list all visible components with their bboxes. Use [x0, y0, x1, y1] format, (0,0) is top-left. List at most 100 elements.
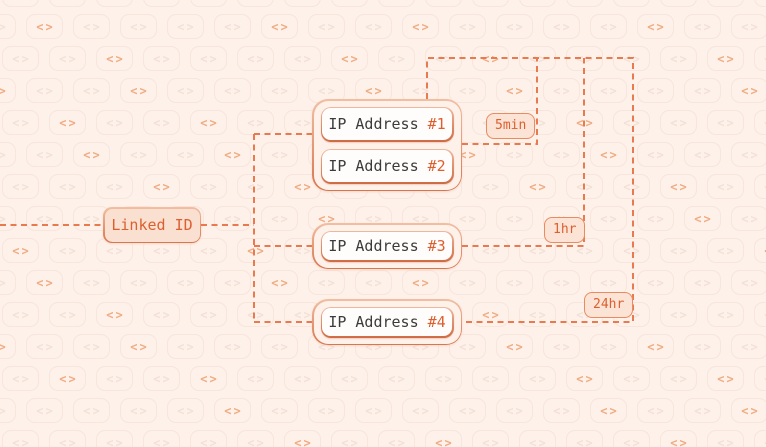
code-glyph-tile: <>	[496, 206, 533, 231]
code-glyph-tile: <>	[143, 366, 180, 391]
code-glyph-tile: <>	[637, 78, 674, 103]
code-glyph-tile: <>	[49, 302, 86, 327]
code-glyph-tile: <>	[2, 46, 39, 71]
code-glyph-tile: <>	[754, 110, 766, 135]
code-glyph-tile: <>	[590, 206, 627, 231]
code-glyph-tile: <>	[308, 398, 345, 423]
code-glyph-tile: <>	[684, 270, 721, 295]
code-glyph-tile: <>	[96, 46, 133, 71]
code-glyph-tile: <>	[402, 14, 439, 39]
code-glyph-tile: <>	[543, 14, 580, 39]
code-glyph-tile: <>	[449, 334, 486, 359]
code-glyph-tile: <>	[237, 46, 274, 71]
ip-address-name: IP Address	[328, 157, 419, 175]
code-glyph-tile: <>	[143, 302, 180, 327]
code-glyph-tile: <>	[214, 142, 251, 167]
code-glyph-tile: <>	[261, 142, 298, 167]
code-glyph-tile: <>	[660, 302, 697, 327]
code-glyph-tile: <>	[261, 334, 298, 359]
code-glyph-tile: <>	[707, 430, 744, 447]
code-glyph-tile: <>	[660, 430, 697, 447]
code-glyph-tile: <>	[496, 398, 533, 423]
code-glyph-tile: <>	[472, 430, 509, 447]
ip-address-number: #2	[427, 157, 446, 175]
code-glyph-tile: <>	[731, 206, 766, 231]
code-glyph-tile: <>	[0, 206, 16, 231]
code-glyph-tile: <>	[519, 366, 556, 391]
code-glyph-tile: <>	[26, 142, 63, 167]
connector-loop-1hr	[462, 58, 585, 247]
ip-group-3: IP Address #4	[312, 299, 462, 345]
code-glyph-tile: <>	[355, 398, 392, 423]
code-glyph-tile: <>	[566, 430, 603, 447]
code-glyph-tile: <>	[613, 110, 650, 135]
code-glyph-tile: <>	[2, 430, 39, 447]
code-glyph-tile: <>	[449, 78, 486, 103]
code-glyph-tile: <>	[0, 398, 16, 423]
code-glyph-tile: <>	[96, 366, 133, 391]
code-glyph-tile: <>	[613, 174, 650, 199]
code-glyph-tile: <>	[26, 334, 63, 359]
code-glyph-tile: <>	[731, 142, 766, 167]
code-glyph-tile: <>	[613, 366, 650, 391]
code-glyph-tile: <>	[637, 270, 674, 295]
code-glyph-tile: <>	[660, 110, 697, 135]
code-glyph-tile: <>	[120, 142, 157, 167]
code-glyph-tile: <>	[120, 334, 157, 359]
code-glyph-tile: <>	[190, 238, 227, 263]
code-glyph-tile: <>	[637, 142, 674, 167]
code-glyph-tile: <>	[590, 78, 627, 103]
code-glyph-tile: <>	[684, 142, 721, 167]
code-glyph-tile: <>	[496, 78, 533, 103]
code-glyph-tile: <>	[449, 270, 486, 295]
code-glyph-tile: <>	[472, 366, 509, 391]
timer-badge-24hr: 24hr	[584, 292, 634, 318]
code-glyph-tile: <>	[496, 270, 533, 295]
code-glyph-tile: <>	[543, 78, 580, 103]
code-glyph-tile: <>	[378, 46, 415, 71]
code-glyph-tile: <>	[2, 174, 39, 199]
code-glyph-tile: <>	[472, 302, 509, 327]
code-glyph-tile: <>	[261, 78, 298, 103]
code-glyph-tile: <>	[49, 238, 86, 263]
timer-badge-1hr: 1hr	[544, 217, 586, 243]
code-glyph-tile: <>	[0, 270, 16, 295]
code-glyph-tile: <>	[73, 14, 110, 39]
ip-address-name: IP Address	[328, 115, 419, 133]
code-glyph-tile: <>	[707, 46, 744, 71]
linked-id-node: Linked ID	[103, 207, 201, 243]
code-glyph-tile: <>	[590, 398, 627, 423]
code-glyph-tile: <>	[167, 78, 204, 103]
code-glyph-tile: <>	[707, 302, 744, 327]
code-glyph-tile: <>	[26, 78, 63, 103]
code-glyph-tile: <>	[754, 430, 766, 447]
code-glyph-tile: <>	[355, 270, 392, 295]
code-glyph-tile: <>	[73, 270, 110, 295]
code-glyph-tile: <>	[519, 302, 556, 327]
code-glyph-tile: <>	[214, 270, 251, 295]
code-glyph-tile: <>	[449, 398, 486, 423]
code-glyph-tile: <>	[261, 398, 298, 423]
code-glyph-tile: <>	[660, 238, 697, 263]
code-glyph-tile: <>	[73, 398, 110, 423]
ip-address-name: IP Address	[328, 313, 419, 331]
code-glyph-tile: <>	[73, 334, 110, 359]
code-glyph-tile: <>	[214, 334, 251, 359]
code-glyph-tile: <>	[49, 46, 86, 71]
code-glyph-tile: <>	[26, 14, 63, 39]
code-glyph-tile: <>	[660, 366, 697, 391]
ip-address-number: #4	[427, 313, 446, 331]
code-glyph-tile: <>	[519, 238, 556, 263]
code-glyph-tile: <>	[543, 398, 580, 423]
code-glyph-tile: <>	[496, 14, 533, 39]
code-glyph-tile: <>	[190, 366, 227, 391]
code-glyph-tile: <>	[96, 110, 133, 135]
code-glyph-tile: <>	[261, 270, 298, 295]
code-glyph-tile: <>	[237, 174, 274, 199]
code-glyph-tile: <>	[731, 78, 766, 103]
code-glyph-tile: <>	[731, 398, 766, 423]
code-glyph-tile: <>	[331, 430, 368, 447]
code-glyph-tile: <>	[26, 206, 63, 231]
